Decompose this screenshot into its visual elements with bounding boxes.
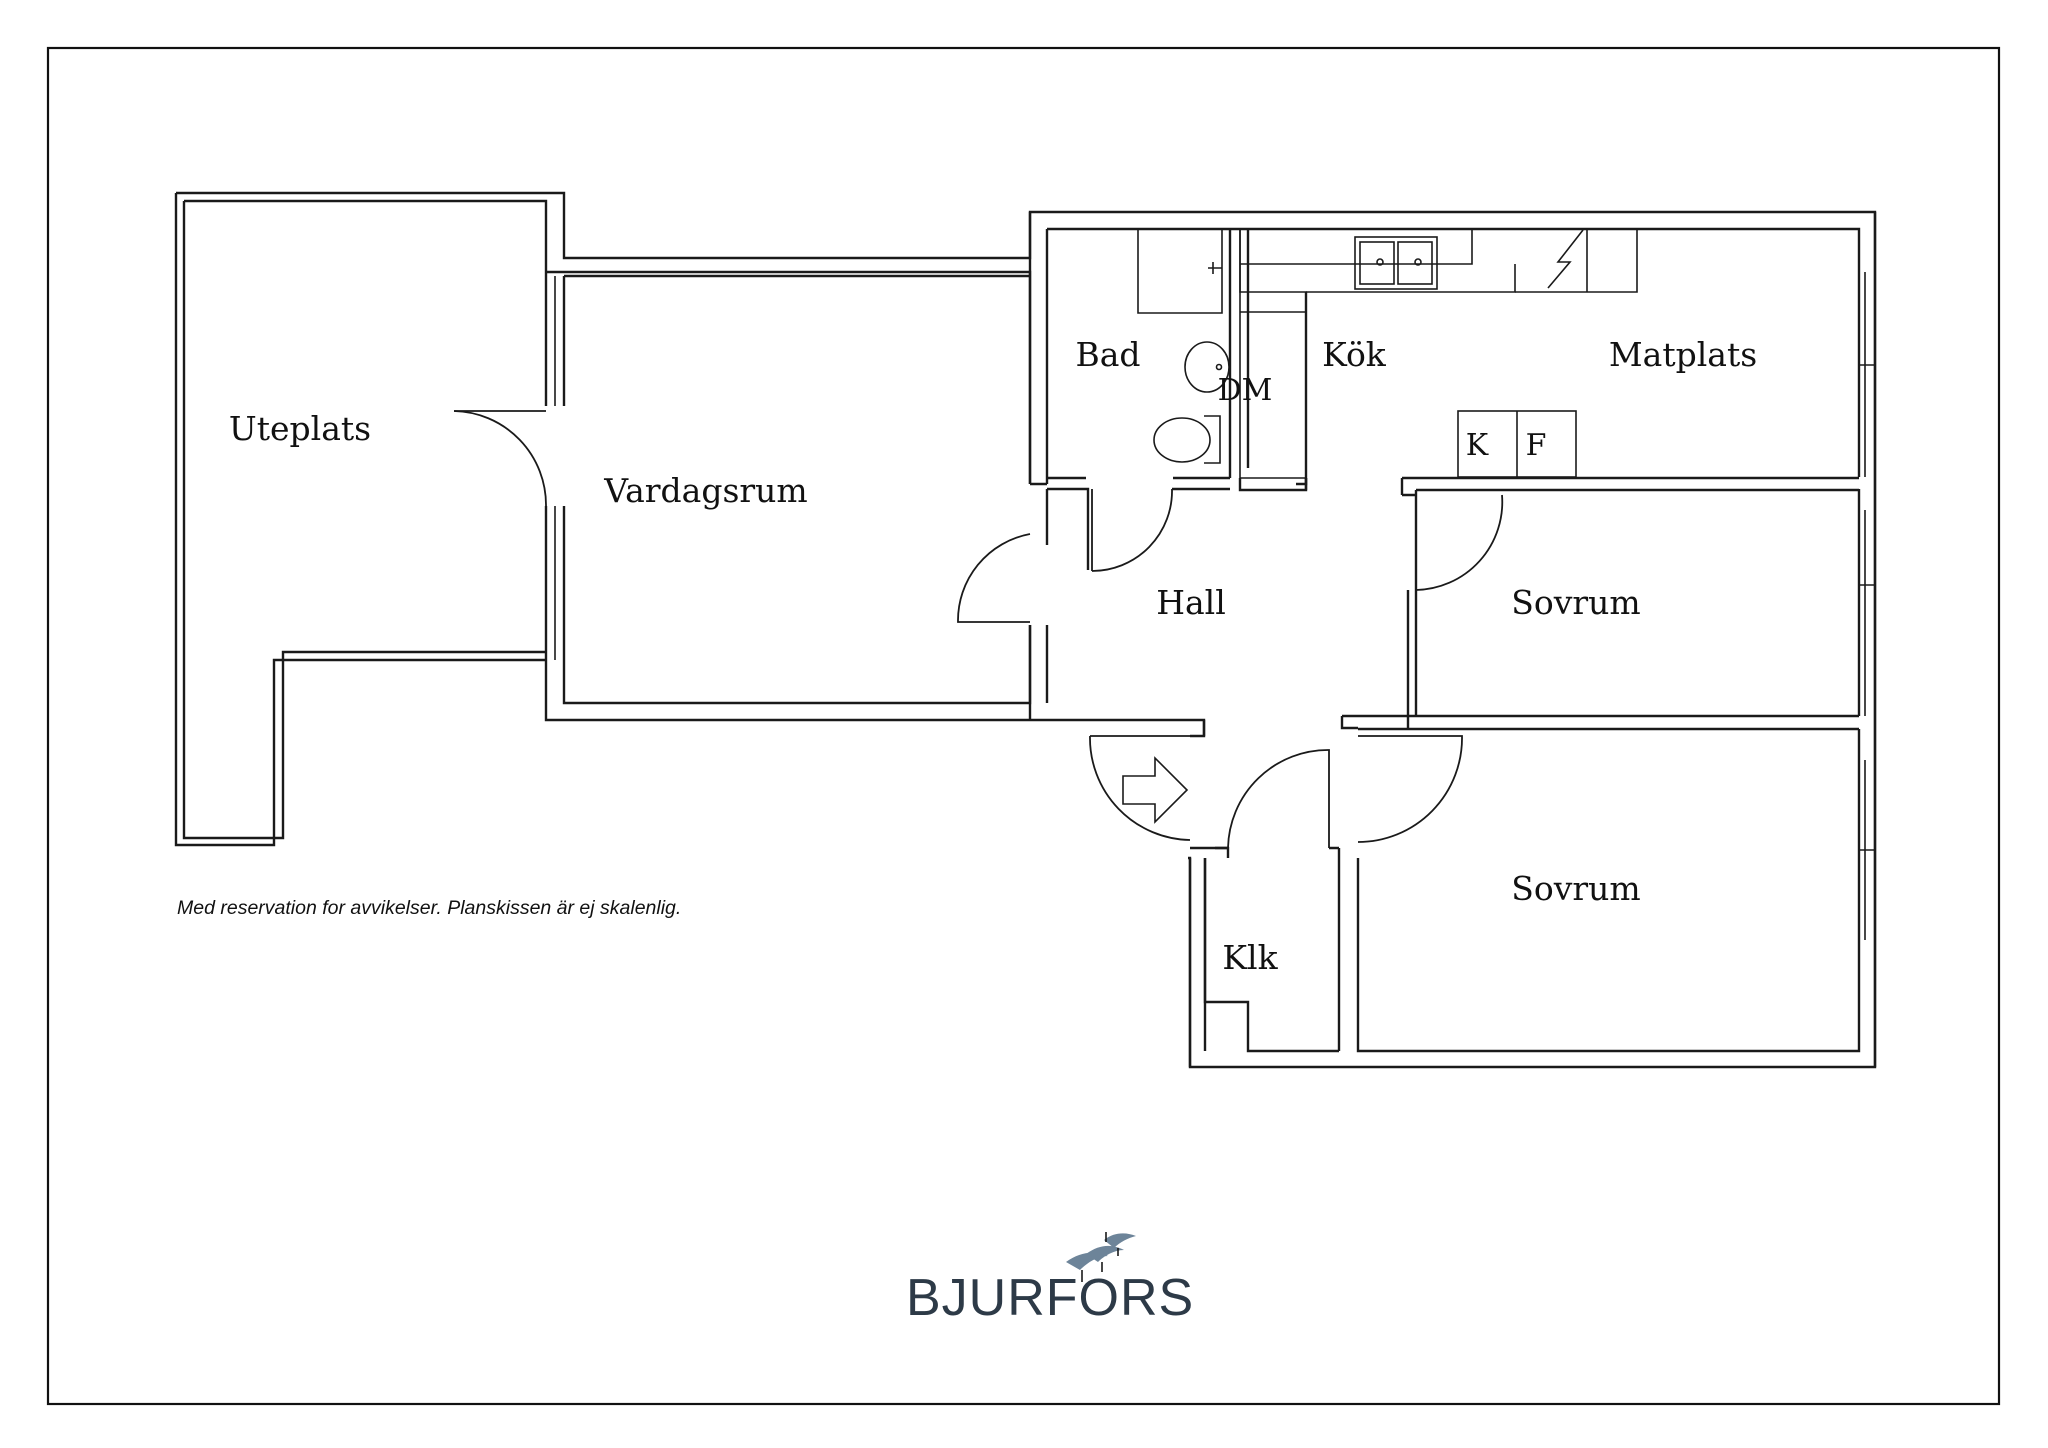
room-label-sovrum-2: Sovrum [1511, 869, 1640, 908]
fixture-label-dm: DM [1218, 373, 1273, 408]
terrace-outline [174, 191, 1877, 1069]
room-label-klk: Klk [1222, 938, 1278, 977]
page-frame [46, 46, 2001, 1406]
room-label-matplats: Matplats [1609, 335, 1757, 374]
door-swings [453, 410, 1504, 849]
hall-walls [1030, 476, 1859, 738]
bathroom [1047, 229, 1232, 480]
room-label-vardagsrum: Vardagsrum [603, 471, 807, 510]
room-label-bad: Bad [1075, 335, 1140, 374]
entrance-arrow-icon [1122, 756, 1189, 824]
fixture-label-k: K [1466, 428, 1489, 463]
fixture-label-f: F [1526, 428, 1547, 463]
flying-birds-icon [1066, 1232, 1136, 1282]
dishwasher-cabinet [1238, 229, 1308, 492]
disclaimer-note: Med reservation for avvikelser. Planskis… [177, 897, 682, 919]
apartment-outer-walls [1028, 212, 1877, 1067]
brand-wordmark: BJURFORS [906, 1269, 1195, 1327]
kitchen-counter [1239, 228, 1638, 486]
room-label-hall: Hall [1156, 583, 1226, 622]
room-label-kok: Kök [1322, 335, 1387, 374]
room-label-sovrum-1: Sovrum [1511, 583, 1640, 622]
room-label-uteplats: Uteplats [229, 409, 371, 448]
